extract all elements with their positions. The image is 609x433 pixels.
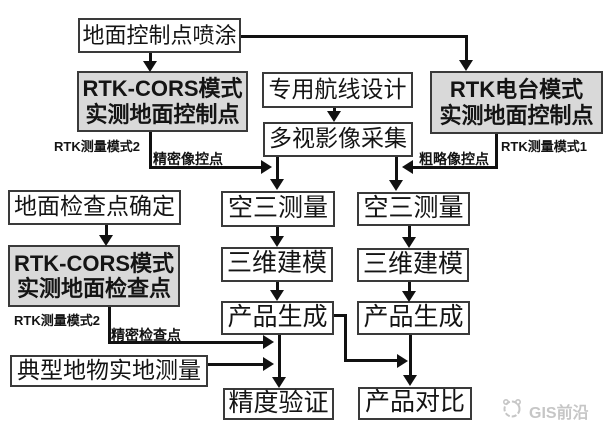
line-segment [495, 134, 498, 169]
line-segment [105, 225, 108, 236]
line-segment [334, 314, 347, 317]
node-label: 产品对比 [364, 389, 465, 417]
arrowhead-down [270, 236, 284, 247]
edge-label-rough-image-control-points: 粗略像控点 [419, 153, 489, 168]
arrowhead-down [270, 290, 284, 301]
arrowhead-down [403, 375, 417, 386]
node-label: 产品生成 [227, 303, 328, 331]
node-ground-check-point-determination: 地面检查点确定 [8, 190, 181, 225]
arrowhead-down [143, 61, 157, 72]
node-multiview-image-capture: 多视影像采集 [263, 122, 413, 157]
node-label-line2: 实测地面控制点 [439, 102, 594, 128]
arrowhead-down [402, 291, 416, 302]
line-segment [276, 227, 279, 237]
node-label-line1: RTK-CORS模式 [82, 76, 243, 102]
arrowhead-down [389, 180, 403, 191]
line-segment [276, 157, 279, 180]
node-ground-control-point-spray: 地面控制点喷涂 [78, 18, 241, 53]
line-segment [465, 35, 468, 61]
line-segment [241, 35, 468, 38]
line-segment [149, 166, 261, 169]
node-label: 地面检查点确定 [14, 194, 175, 220]
arrowhead-right [397, 354, 408, 368]
line-segment [276, 282, 279, 291]
line-segment [278, 335, 281, 378]
node-label: 产品生成 [363, 303, 464, 331]
node-product-generation-right: 产品生成 [357, 301, 470, 335]
node-flight-route-design: 专用航线设计 [262, 72, 413, 108]
arrowhead-left [402, 160, 413, 174]
node-3d-modeling-left: 三维建模 [221, 247, 333, 282]
node-label: 精度验证 [228, 389, 329, 417]
arrowhead-right [261, 160, 272, 174]
edge-label-rtk-mode1: RTK测量模式1 [501, 139, 587, 154]
node-3d-modeling-right: 三维建模 [357, 248, 469, 282]
watermark: GIS前沿 [500, 396, 589, 425]
arrowhead-down [270, 179, 284, 190]
node-accuracy-verification: 精度验证 [223, 388, 334, 420]
edge-label-rtk-mode2-bottom: RTK测量模式2 [14, 313, 100, 328]
arrowhead-down [272, 377, 286, 388]
node-label: 空三测量 [363, 194, 464, 222]
edge-label-precise-check-points: 精密检查点 [111, 329, 181, 344]
line-segment [108, 341, 263, 344]
node-product-comparison: 产品对比 [358, 387, 472, 420]
node-label-line2: 实测地面检查点 [16, 276, 171, 301]
line-segment [408, 226, 411, 238]
arrowhead-right [263, 335, 274, 349]
node-label: 三维建模 [362, 250, 463, 278]
line-segment [395, 157, 398, 181]
arrowhead-down [459, 60, 473, 71]
node-label: 多视影像采集 [269, 126, 407, 152]
edge-label-rtk-mode2-top: RTK测量模式2 [54, 139, 140, 154]
line-segment [149, 53, 152, 63]
line-segment [408, 282, 411, 292]
line-segment [333, 108, 336, 113]
line-segment [344, 314, 347, 362]
node-label: 三维建模 [226, 250, 327, 278]
line-segment [409, 335, 412, 376]
node-product-generation-left: 产品生成 [221, 301, 334, 335]
line-segment [344, 359, 397, 362]
arrowhead-down [99, 235, 113, 246]
line-segment [208, 363, 263, 366]
node-rtk-cors-measure-control-points: RTK-CORS模式 实测地面控制点 [77, 71, 248, 132]
gis-logo-icon [500, 396, 524, 425]
line-segment [108, 307, 111, 344]
node-label-line1: RTK电台模式 [449, 77, 584, 103]
node-label: 空三测量 [227, 194, 328, 222]
node-typical-feature-field-measurement: 典型地物实地测量 [10, 355, 208, 387]
node-aerial-triangulation-left: 空三测量 [221, 191, 335, 227]
arrowhead-down [402, 237, 416, 248]
node-label: 专用航线设计 [268, 76, 407, 102]
node-label: 地面控制点喷涂 [82, 22, 237, 48]
edge-label-precise-image-control-points: 精密像控点 [153, 153, 223, 168]
arrowhead-right [263, 357, 274, 371]
arrowhead-down [327, 111, 341, 122]
node-label: 典型地物实地测量 [17, 357, 201, 383]
line-segment [413, 166, 498, 169]
line-segment [149, 132, 152, 169]
node-label-line1: RTK-CORS模式 [13, 250, 175, 276]
node-aerial-triangulation-right: 空三测量 [357, 192, 470, 226]
node-rtk-cors-measure-check-points: RTK-CORS模式 实测地面检查点 [8, 245, 180, 307]
node-label-line2: 实测地面控制点 [85, 101, 240, 127]
watermark-label: GIS前沿 [529, 404, 589, 422]
node-rtk-radio-measure-control-points: RTK电台模式 实测地面控制点 [430, 71, 603, 134]
